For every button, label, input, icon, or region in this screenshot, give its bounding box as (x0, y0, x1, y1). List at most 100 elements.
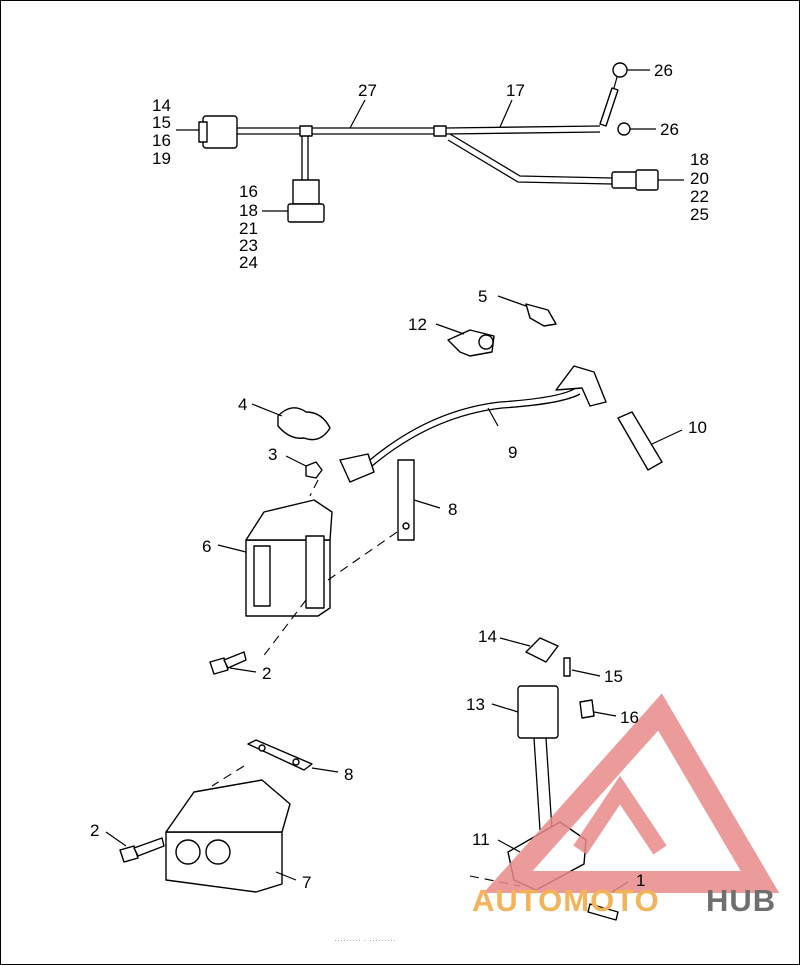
leader-line (105, 831, 127, 847)
label-5: 5 (478, 287, 487, 306)
label-26-top: 26 (654, 61, 673, 80)
label-8-lower: 8 (344, 765, 353, 784)
leader-line (571, 669, 601, 677)
label-14-sensor: 14 (478, 627, 497, 646)
bolt-2-lower (105, 831, 165, 863)
label-24: 24 (239, 253, 258, 272)
ignition-coil-6 (217, 479, 401, 659)
clip-12-hole (478, 334, 494, 350)
harness-connector-bottom-plug (287, 203, 325, 223)
nut (305, 461, 323, 479)
ring-terminal-mid (617, 122, 631, 136)
bracket-hole (258, 744, 266, 752)
bolt-shank (133, 837, 165, 857)
bracket-hole (402, 522, 410, 530)
sensor-bolt (587, 903, 619, 921)
label-27: 27 (358, 81, 377, 100)
coil-7-top (165, 779, 291, 833)
spark-plug (617, 411, 663, 471)
label-16-sensor: 16 (620, 708, 639, 727)
label-22: 22 (690, 187, 709, 206)
coil-7-tower-right (205, 839, 231, 865)
label-18b: 18 (239, 201, 258, 220)
watermark-text-hub: HUB (706, 883, 776, 918)
leader-line (413, 499, 441, 509)
leader-line (275, 871, 297, 881)
mount-dash (469, 875, 521, 887)
bracket-hole (292, 758, 300, 766)
harness-connector-left-latch (198, 121, 208, 143)
leader-line (593, 711, 617, 717)
footer-text: ········· · ········· (334, 935, 396, 945)
wiring-harness (176, 62, 684, 223)
leader-line (285, 455, 307, 467)
clips (251, 295, 557, 441)
harness-wire-ring-top (599, 87, 619, 127)
sensor-screw (579, 699, 595, 719)
leader-line (229, 667, 257, 673)
harness-wire-27 (312, 127, 434, 135)
label-6: 6 (202, 537, 211, 556)
label-26-mid: 26 (660, 120, 679, 139)
label-8-upper: 8 (448, 500, 457, 519)
watermark-text-automoto: AUTOMOTO (472, 883, 660, 918)
bolt-shank (223, 651, 247, 669)
clip-5 (525, 303, 557, 327)
coil-6-side-post (305, 535, 325, 609)
label-7: 7 (302, 873, 311, 892)
label-25: 25 (690, 205, 709, 224)
leader-line (217, 544, 247, 553)
nut-3 (285, 455, 323, 479)
label-19: 19 (152, 149, 171, 168)
bracket-8-upper (397, 459, 441, 541)
leader-line (349, 99, 366, 129)
sensor-pin (563, 657, 571, 677)
label-15-sensor: 15 (604, 667, 623, 686)
harness-sleeve (299, 125, 313, 137)
label-3: 3 (268, 445, 277, 464)
coil-6-top (245, 499, 333, 541)
spark-plug-wire (369, 387, 581, 467)
leader-line (491, 703, 519, 713)
leader-line (651, 429, 683, 445)
label-11: 11 (472, 830, 490, 849)
coil-end-boot (339, 453, 375, 483)
label-16b: 16 (239, 182, 258, 201)
mount-dash (261, 599, 307, 659)
bolt-2-upper (209, 651, 257, 675)
label-12: 12 (408, 315, 427, 334)
label-2-lower: 2 (90, 821, 99, 840)
coil-7-tower-left (175, 839, 201, 865)
bracket-8-lower (247, 739, 339, 773)
sensor-cable (533, 737, 553, 831)
clip-4 (277, 407, 331, 441)
sensor-cover (525, 637, 559, 663)
harness-wire-left (236, 127, 300, 135)
label-17: 17 (506, 81, 525, 100)
label-9: 9 (508, 443, 517, 462)
harness-sleeve (433, 125, 447, 137)
label-18: 18 (690, 150, 709, 169)
label-16: 16 (152, 131, 171, 150)
harness-branch-down (301, 136, 309, 180)
harness-branch-right (447, 133, 613, 185)
watermark-logo (483, 693, 780, 893)
sensor-connector (517, 685, 559, 739)
label-23: 23 (239, 236, 258, 255)
label-1: 1 (636, 871, 645, 890)
leader-line (497, 839, 521, 853)
bolt-head (119, 845, 139, 863)
bracket-lower (247, 739, 313, 771)
bolt-head (209, 657, 229, 675)
ignition-coil-7 (165, 765, 297, 893)
label-10: 10 (688, 418, 707, 437)
label-21: 21 (239, 219, 258, 238)
label-4: 4 (238, 395, 247, 414)
leader-line (499, 99, 513, 128)
mount-dash (309, 479, 319, 497)
harness-connector-right (611, 171, 639, 189)
mount-dash (327, 529, 401, 581)
harness-connector-left (202, 115, 238, 149)
